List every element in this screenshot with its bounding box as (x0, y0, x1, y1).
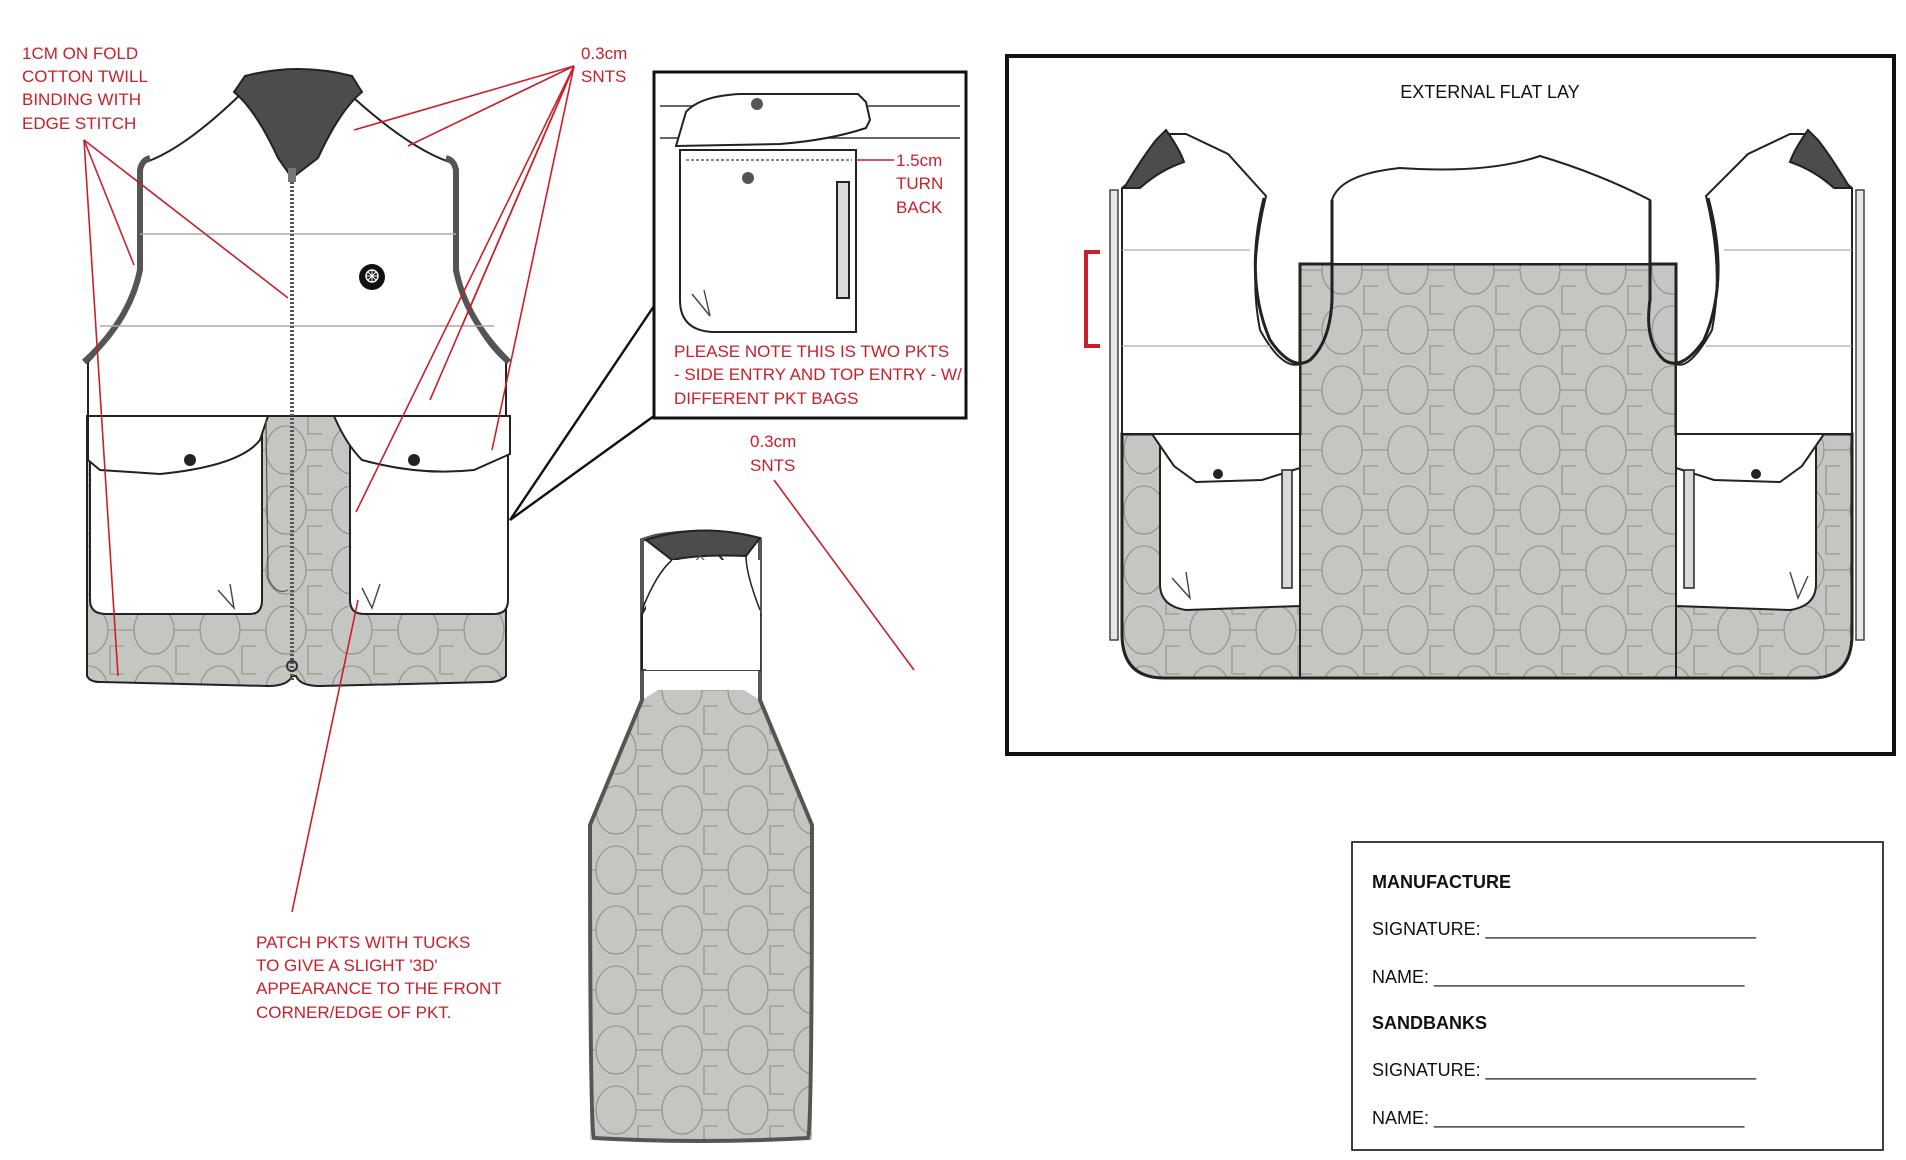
flat-lay-title: EXTERNAL FLAT LAY (1400, 82, 1579, 102)
manufacture-signature-line[interactable]: SIGNATURE: ___________________________ (1372, 919, 1757, 940)
annotation-layer: 1CM ON FOLD COTTON TWILL BINDING WITH ED… (22, 44, 962, 1022)
callout-leader-bottom (509, 415, 655, 521)
front-snts-line-2: SNTS (581, 67, 626, 86)
front-collar (232, 68, 364, 180)
snap-button-icon (1751, 469, 1761, 479)
binding-note-line-4: EDGE STITCH (22, 114, 136, 133)
back-snts-leader (773, 479, 915, 671)
patch-pkts-line-3: APPEARANCE TO THE FRONT (256, 979, 502, 998)
front-inner-pocket-edge (265, 419, 289, 593)
turn-back-line-1: 1.5cm (896, 151, 942, 170)
patch-pkts-line-1: PATCH PKTS WITH TUCKS (256, 933, 470, 952)
flat-lay-collar-right (1788, 128, 1852, 189)
snap-button-icon (742, 172, 754, 184)
snap-button-icon (184, 454, 196, 466)
flat-lay-back-yoke (1331, 154, 1651, 265)
back-snts-line-1: 0.3cm (750, 432, 796, 451)
back-view-illustration (587, 529, 815, 1143)
front-left-pocket-flap (87, 415, 270, 476)
front-armhole-binding-left (81, 155, 151, 365)
sandbanks-heading: SANDBANKS (1372, 1013, 1487, 1033)
pocket-note-line-3: DIFFERENT PKT BAGS (674, 389, 859, 408)
flat-lay-collar-left (1122, 128, 1186, 189)
flat-lay-right-pocket-flap (1675, 433, 1826, 484)
zipper-pull (286, 660, 298, 672)
binding-leaders (83, 139, 289, 677)
patch-pkts-line-4: CORNER/EDGE OF PKT. (256, 1003, 452, 1022)
zipper-icon (288, 168, 296, 182)
back-quilted-panel (590, 690, 812, 1140)
brand-logo-icon (359, 264, 385, 290)
flat-lay-right-tuck (1789, 571, 1809, 600)
external-flat-lay-panel: EXTERNAL FLAT LAY (1005, 54, 1896, 756)
pocket-detail-callout (509, 70, 968, 521)
front-right-pocket-flap (332, 415, 511, 473)
back-shoulder-line (641, 555, 761, 611)
flat-lay-armhole-left (1253, 197, 1334, 365)
front-snts-leaders (353, 65, 575, 513)
pocket-note-line-2: - SIDE ENTRY AND TOP ENTRY - W/ (674, 365, 962, 384)
front-armhole-binding-right (445, 155, 512, 365)
pocket-detail-zip-entry (836, 181, 850, 299)
front-left-pocket-tuck (217, 583, 236, 611)
flat-lay-left-tuck (1171, 571, 1192, 601)
sign-off-frame (1351, 841, 1884, 1151)
front-right-pocket-tuck (361, 583, 381, 610)
flat-lay-zipper-right (1855, 189, 1865, 641)
front-view-illustration (81, 68, 512, 688)
flat-lay-left-pocket-flap (1150, 433, 1301, 484)
back-collar (643, 529, 762, 562)
callout-leader-top (509, 305, 655, 521)
flat-lay-left-zip-entry (1281, 469, 1293, 589)
binding-note-line-3: BINDING WITH (22, 90, 141, 109)
patch-pkts-line-2: TO GIVE A SLIGHT '3D' (256, 956, 438, 975)
back-snts-line-2: SNTS (750, 456, 795, 475)
back-upper-shell (646, 560, 760, 670)
pocket-detail-flap (674, 93, 872, 148)
flat-lay-zipper-left (1109, 189, 1119, 641)
snap-button-icon (751, 98, 763, 110)
pocket-note-line-1: PLEASE NOTE THIS IS TWO PKTS (674, 342, 949, 361)
turn-back-line-2: TURN (896, 174, 943, 193)
manufacture-heading: MANUFACTURE (1372, 872, 1511, 892)
patch-pkts-leader (291, 599, 359, 913)
front-snts-line-1: 0.3cm (581, 44, 627, 63)
snap-button-icon (1213, 469, 1223, 479)
binding-note-line-2: COTTON TWILL (22, 67, 148, 86)
sandbanks-name-line[interactable]: NAME: _______________________________ (1372, 1108, 1745, 1129)
sandbanks-signature-line[interactable]: SIGNATURE: ___________________________ (1372, 1060, 1757, 1081)
flat-lay-right-zip-entry (1683, 469, 1695, 589)
sign-off-box: MANUFACTURE SIGNATURE: _________________… (1351, 841, 1884, 1151)
binding-note-line-1: 1CM ON FOLD (22, 44, 138, 63)
snap-button-icon (408, 454, 420, 466)
manufacture-name-line[interactable]: NAME: _______________________________ (1372, 967, 1745, 988)
turn-back-line-3: BACK (896, 198, 943, 217)
measurement-bracket (1084, 250, 1100, 348)
pocket-detail-body (679, 149, 857, 333)
pocket-detail-tuck (691, 289, 711, 317)
flat-lay-armhole-right (1647, 197, 1720, 365)
